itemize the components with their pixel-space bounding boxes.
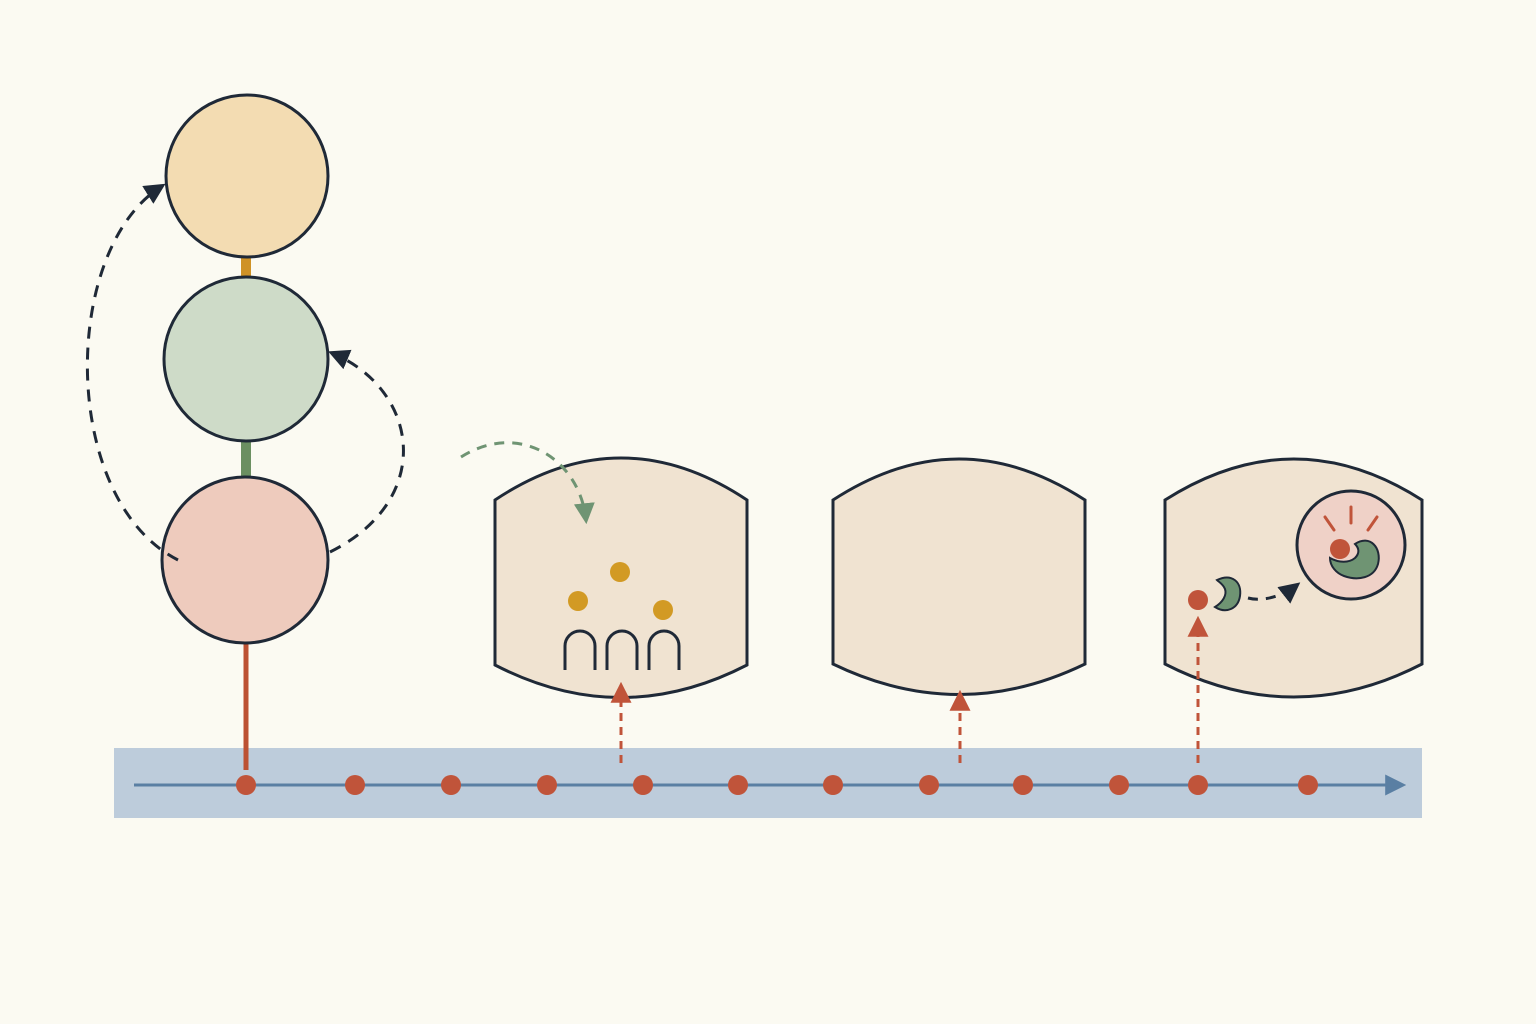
gold-particle xyxy=(568,591,588,611)
track-nodes xyxy=(236,775,1318,795)
receptor-loop xyxy=(563,629,597,670)
signal-core xyxy=(1330,539,1350,559)
circle-middle xyxy=(162,275,330,443)
curved-dashed-arrow-icon xyxy=(460,441,595,525)
curved-dashed-arrow-icon xyxy=(1247,582,1301,604)
receptor-loop xyxy=(605,629,639,670)
curved-dashed-arrow-icon xyxy=(85,183,179,562)
gold-particle xyxy=(653,600,673,620)
track-node xyxy=(236,775,256,795)
track-node xyxy=(537,775,557,795)
track-node xyxy=(1013,775,1033,795)
track-node xyxy=(633,775,653,795)
track-node xyxy=(823,775,843,795)
circle-top xyxy=(164,93,330,259)
track-bar xyxy=(114,748,1422,818)
burst-ray xyxy=(1323,515,1336,532)
track-node xyxy=(345,775,365,795)
red-signal-dot xyxy=(1188,590,1208,610)
receptor-loop xyxy=(647,629,681,670)
track-node xyxy=(919,775,939,795)
receptor-icon xyxy=(1213,576,1242,612)
panel-2 xyxy=(831,457,1087,696)
circle-bottom xyxy=(160,475,330,645)
track-node xyxy=(441,775,461,795)
burst-ray xyxy=(1366,515,1379,532)
connector-middle xyxy=(241,438,251,482)
track-node xyxy=(728,775,748,795)
track-node xyxy=(1188,775,1208,795)
receptor-icon xyxy=(1328,539,1380,580)
curved-dashed-arrow-icon xyxy=(328,349,405,554)
track-node xyxy=(1109,775,1129,795)
track-node xyxy=(1298,775,1318,795)
gold-particle xyxy=(610,562,630,582)
